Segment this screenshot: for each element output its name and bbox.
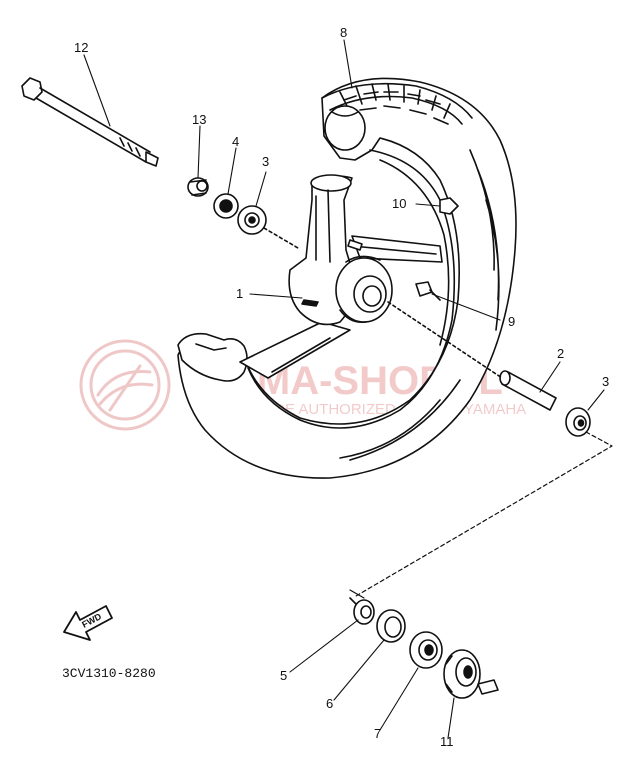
callout-3-lower: 3 [602,374,609,389]
bearing-upper [237,205,267,235]
speedometer-cable-clip [439,197,459,215]
callout-3-upper: 3 [262,154,269,169]
bearing-seven [409,631,443,669]
callout-6: 6 [326,696,333,711]
callout-5: 5 [280,668,287,683]
speedometer-gear-unit [443,649,499,699]
callout-13: 13 [192,112,206,127]
callout-9: 9 [508,314,515,329]
circlip [349,597,375,625]
watermark-logo [79,339,171,431]
diagram-reference-code: 3CV1310-8280 [62,666,156,681]
wheel-axle [21,77,159,167]
callout-4: 4 [232,134,239,149]
assembly-tick [349,589,365,599]
bearing-leader-line [263,227,299,249]
callout-12: 12 [74,40,88,55]
collar [187,177,209,197]
callout-1: 1 [236,286,243,301]
callout-7: 7 [374,726,381,741]
wheel-hub [288,174,393,326]
callout-labels: 12 13 4 3 8 10 1 9 2 3 5 6 7 11 [74,25,609,749]
spacer-leader-line [387,301,503,379]
callout-11: 11 [440,734,454,749]
assembly-dashed-line [355,431,613,597]
leader-lines [83,39,605,739]
callout-10: 10 [392,196,406,211]
fwd-arrow: FWD [63,605,113,641]
tire [177,77,517,479]
oil-seal-upper [213,193,239,219]
callout-8: 8 [340,25,347,40]
callout-2: 2 [557,346,564,361]
oil-seal-lower [376,609,406,643]
bearing-lower [565,407,591,437]
wheel-spokes [239,235,443,379]
spacer [499,370,557,411]
hub-bolt [415,281,441,301]
